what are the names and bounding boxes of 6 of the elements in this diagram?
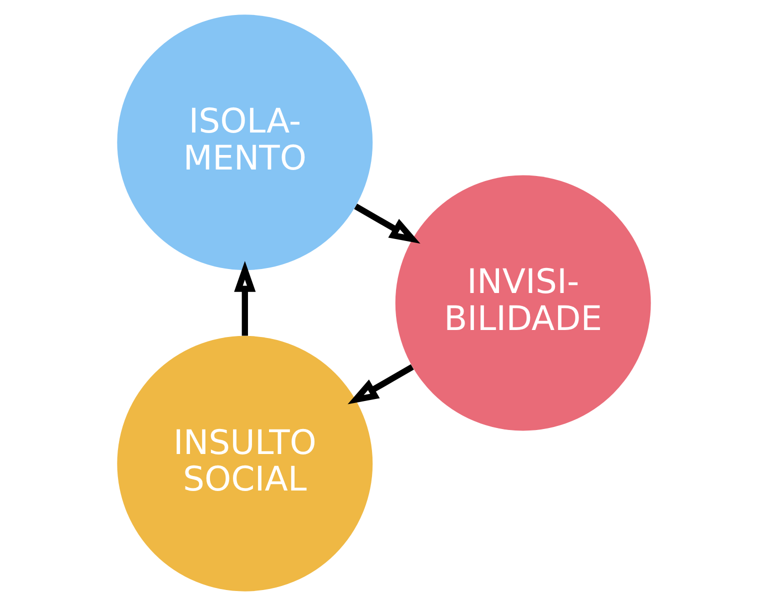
node-circle: INSULTO SOCIAL bbox=[117, 336, 373, 592]
arrow bbox=[234, 261, 256, 336]
node-circle: INVISI- BILIDADE bbox=[395, 175, 651, 431]
arrow bbox=[348, 364, 414, 404]
arrow bbox=[354, 204, 420, 244]
node-circle: ISOLA- MENTO bbox=[117, 14, 373, 270]
